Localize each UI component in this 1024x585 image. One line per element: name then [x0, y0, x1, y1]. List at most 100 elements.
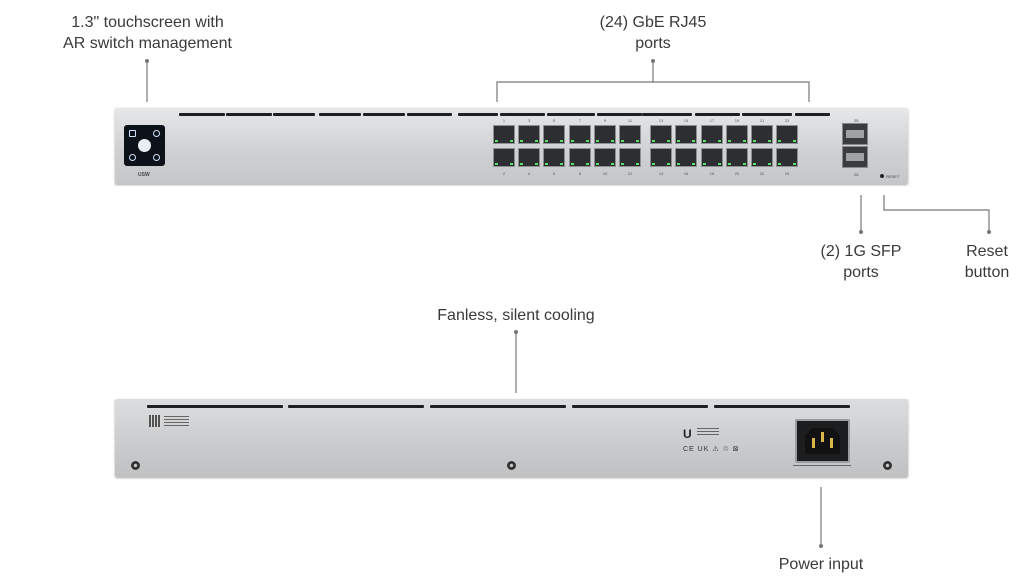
port-number-label: 19 — [734, 118, 740, 123]
rj45-port-3[interactable] — [518, 125, 540, 144]
port-led — [535, 140, 538, 142]
rj45-port-20[interactable] — [726, 148, 748, 167]
serial-label — [164, 416, 189, 428]
port-led — [793, 163, 796, 165]
rj45-port-19[interactable] — [726, 125, 748, 144]
port-number-label: 8 — [578, 171, 582, 176]
port-led — [621, 163, 624, 165]
port-led — [571, 140, 574, 142]
front-vent — [407, 113, 452, 116]
reset-callout: Reset button — [952, 241, 1022, 283]
rj45-bracket — [496, 81, 810, 102]
port-led — [718, 163, 721, 165]
port-led — [545, 163, 548, 165]
port-led — [621, 140, 624, 142]
port-led — [703, 163, 706, 165]
port-led — [692, 140, 695, 142]
rj45-port-4[interactable] — [518, 148, 540, 167]
front-vent — [319, 113, 361, 116]
port-led — [768, 163, 771, 165]
rj45-port-12[interactable] — [619, 148, 641, 167]
port-led — [636, 140, 639, 142]
ubiquiti-logo-icon: U — [683, 427, 692, 441]
rj45-port-7[interactable] — [569, 125, 591, 144]
sfp-number-bottom: 26 — [854, 172, 859, 177]
rj45-port-17[interactable] — [701, 125, 723, 144]
reset-button[interactable] — [880, 174, 884, 178]
model-label: USW — [138, 172, 150, 178]
rear-vent — [430, 405, 566, 408]
rj45-port-16[interactable] — [675, 148, 697, 167]
rear-screw — [131, 461, 140, 470]
rj45-port-10[interactable] — [594, 148, 616, 167]
front-vent — [500, 113, 545, 116]
port-number-label: 10 — [602, 171, 608, 176]
port-led — [692, 163, 695, 165]
port-led — [571, 163, 574, 165]
screen-power-icon[interactable] — [129, 154, 136, 161]
rj45-port-22[interactable] — [751, 148, 773, 167]
port-led — [560, 140, 563, 142]
port-led — [703, 140, 706, 142]
port-led — [743, 140, 746, 142]
port-led — [520, 140, 523, 142]
port-number-label: 24 — [784, 171, 790, 176]
rj45-port-11[interactable] — [619, 125, 641, 144]
port-led — [560, 163, 563, 165]
port-number-label: 23 — [784, 118, 790, 123]
rear-vent — [288, 405, 424, 408]
port-led — [596, 163, 599, 165]
rear-screw — [507, 461, 516, 470]
front-vent — [363, 113, 405, 116]
port-led — [778, 163, 781, 165]
port-number-label: 11 — [627, 118, 633, 123]
rj45-port-8[interactable] — [569, 148, 591, 167]
rj45-port-21[interactable] — [751, 125, 773, 144]
port-led — [535, 163, 538, 165]
front-vent — [695, 113, 740, 116]
screen-menu-icon[interactable] — [129, 130, 136, 137]
touchscreen-callout-line1: 1.3" touchscreen with — [71, 14, 224, 31]
port-led — [545, 140, 548, 142]
certification-marks: CE UK ⚠ ♲ ⊠ — [683, 446, 740, 453]
rear-screw — [883, 461, 892, 470]
rj45-port-9[interactable] — [594, 125, 616, 144]
rj45-port-6[interactable] — [543, 148, 565, 167]
screen-home-button[interactable] — [138, 139, 151, 152]
rj45-port-13[interactable] — [650, 125, 672, 144]
port-number-label: 17 — [709, 118, 715, 123]
touchscreen-display[interactable] — [124, 125, 165, 166]
port-led — [510, 163, 513, 165]
touchscreen-callout: 1.3" touchscreen with AR switch manageme… — [50, 12, 245, 54]
port-led — [667, 163, 670, 165]
port-led — [718, 140, 721, 142]
port-number-label: 16 — [683, 171, 689, 176]
rj45-port-23[interactable] — [776, 125, 798, 144]
port-led — [636, 163, 639, 165]
port-number-label: 15 — [683, 118, 689, 123]
port-led — [768, 140, 771, 142]
rj45-port-2[interactable] — [493, 148, 515, 167]
power-rating-label — [793, 465, 851, 468]
screen-gear-icon[interactable] — [153, 154, 160, 161]
switch-rear-panel: U CE UK ⚠ ♲ ⊠ — [115, 399, 908, 477]
rj45-port-14[interactable] — [650, 148, 672, 167]
sfp-port-26[interactable] — [842, 146, 868, 168]
rj45-port-24[interactable] — [776, 148, 798, 167]
reset-leader-dot — [987, 230, 991, 234]
rj45-port-15[interactable] — [675, 125, 697, 144]
port-number-label: 6 — [552, 171, 556, 176]
qr-code — [149, 415, 161, 427]
screen-back-icon[interactable] — [153, 130, 160, 137]
port-number-label: 20 — [734, 171, 740, 176]
sfp-port-25[interactable] — [842, 123, 868, 145]
sfp-callout-line1: (2) 1G SFP — [820, 243, 902, 260]
port-number-label: 22 — [759, 171, 765, 176]
port-led — [495, 140, 498, 142]
rj45-port-5[interactable] — [543, 125, 565, 144]
rj45-port-18[interactable] — [701, 148, 723, 167]
port-led — [652, 163, 655, 165]
power-inlet[interactable] — [795, 419, 850, 463]
rj45-port-1[interactable] — [493, 125, 515, 144]
